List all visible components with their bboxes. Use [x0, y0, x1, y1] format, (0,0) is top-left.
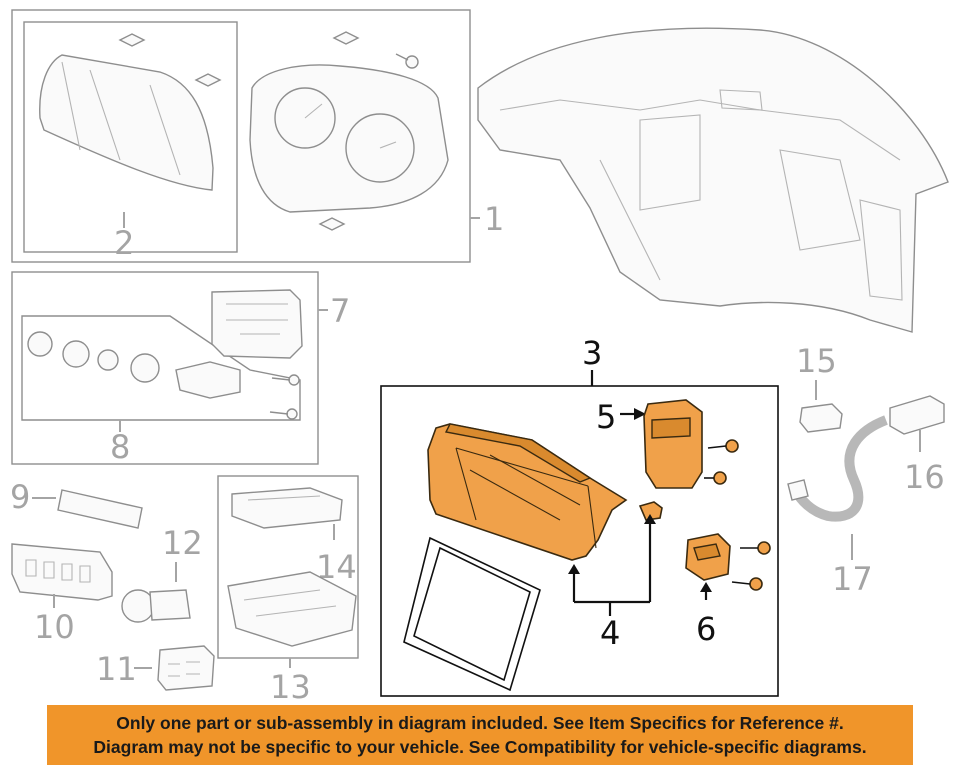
display-bracket[interactable]: [638, 501, 663, 521]
knob-icon: [130, 353, 160, 383]
harness-group: 15 16 17: [787, 342, 945, 598]
clip-icon: [194, 73, 222, 87]
callout-16: 16: [904, 458, 945, 496]
console-unit: [227, 571, 357, 647]
climate-box: [11, 271, 319, 465]
callout-4: 4: [600, 614, 620, 652]
display-box: [380, 385, 779, 697]
switch-cover: [231, 487, 343, 529]
callout-1: 1: [484, 200, 504, 238]
connector: [889, 395, 945, 435]
knob-ring-icon: [62, 340, 90, 368]
disclaimer-line-1: Only one part or sub-assembly in diagram…: [116, 713, 844, 733]
console-group: 14 13: [217, 475, 359, 706]
cluster-lens: [39, 54, 214, 191]
screen-frame: [403, 536, 541, 692]
screw-icon: [704, 471, 727, 485]
start-button-icon: [121, 589, 191, 623]
disclaimer-line-2: Diagram may not be specific to your vehi…: [93, 737, 867, 757]
callout-6: 6: [696, 610, 716, 648]
cluster-box: [11, 9, 471, 263]
clip-icon: [332, 31, 360, 45]
climate-control-panel: [211, 289, 303, 359]
disclaimer-banner: Only one part or sub-assembly in diagram…: [47, 705, 913, 765]
callout-7: 7: [330, 292, 350, 330]
callout-13: 13: [270, 668, 311, 706]
screw-icon: [271, 374, 300, 386]
climate-control-group: 7 8: [11, 271, 350, 466]
switch-parts-group: 9 10 12 11: [10, 478, 215, 691]
callout-12: 12: [162, 524, 203, 562]
callout-8: 8: [110, 428, 130, 466]
callout-11: 11: [96, 650, 137, 688]
callout-10: 10: [34, 608, 75, 646]
knob-ring-icon: [27, 331, 53, 357]
display-assembly-group: 3 4 5: [380, 334, 779, 697]
usb-port: [799, 403, 843, 433]
parts-diagram: 1 2 7 8 9: [10, 9, 949, 706]
callout-2: 2: [114, 224, 134, 262]
callout-3: 3: [582, 334, 602, 372]
small-switch: [157, 645, 215, 691]
screw-icon: [395, 53, 419, 69]
clip-icon: [318, 217, 346, 231]
screw-icon: [269, 408, 298, 420]
callout-9: 9: [10, 478, 30, 516]
lens-subbox: [23, 21, 238, 253]
control-unit[interactable]: [643, 399, 703, 489]
callout-5: 5: [596, 398, 616, 436]
switch-bezel: [57, 489, 143, 529]
screw-icon: [707, 439, 739, 453]
screw-icon: [731, 577, 763, 591]
knob-icon: [97, 349, 119, 371]
instrument-cluster-group: 1 2: [11, 9, 504, 263]
console-box: [217, 475, 359, 659]
clip-icon: [118, 33, 146, 47]
wiring-harness: [791, 415, 888, 522]
callout-15: 15: [796, 342, 837, 380]
callout-17: 17: [832, 560, 873, 598]
screw-icon: [740, 541, 771, 555]
switch-assembly: [175, 361, 241, 399]
dashboard-outline: [477, 27, 949, 333]
